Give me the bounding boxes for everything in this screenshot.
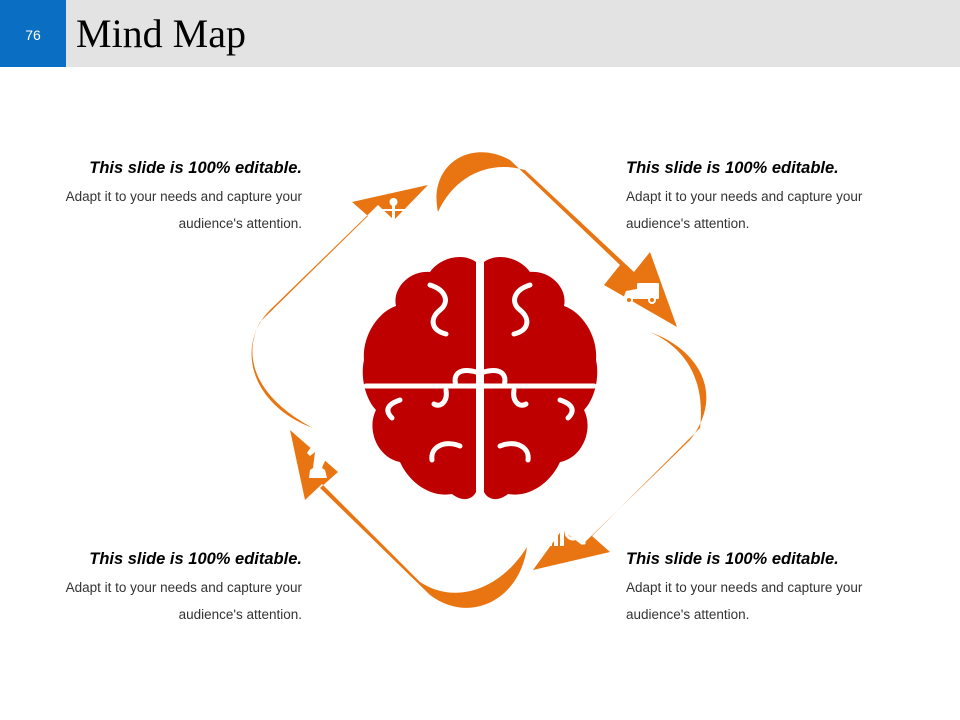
- header-bar: [0, 0, 960, 67]
- block-heading: This slide is 100% editable.: [89, 159, 302, 177]
- block-heading: This slide is 100% editable.: [626, 159, 839, 177]
- block-body: Adapt it to your needs and capture your …: [626, 580, 863, 622]
- text-block-bottom-left: This slide is 100% editable. Adapt it to…: [32, 548, 302, 628]
- chess-knight-icon: [307, 442, 328, 478]
- block-heading: This slide is 100% editable.: [89, 550, 302, 568]
- delivery-van-icon: [623, 283, 659, 304]
- cycle-arrows: [251, 152, 707, 608]
- chart-search-icon: [548, 523, 587, 546]
- block-body: Adapt it to your needs and capture your …: [626, 189, 863, 231]
- text-block-top-left: This slide is 100% editable. Adapt it to…: [32, 157, 302, 237]
- text-block-top-right: This slide is 100% editable. Adapt it to…: [626, 157, 916, 237]
- block-body: Adapt it to your needs and capture your …: [65, 580, 302, 622]
- arrow-bottom-right: [533, 332, 707, 570]
- arrow-bottom-left: [290, 430, 527, 608]
- block-heading: This slide is 100% editable.: [626, 550, 839, 568]
- page-title: Mind Map: [76, 11, 246, 56]
- slide-number: 76: [0, 0, 66, 67]
- text-block-bottom-right: This slide is 100% editable. Adapt it to…: [626, 548, 916, 628]
- block-body: Adapt it to your needs and capture your …: [65, 189, 302, 231]
- scales-icon: [373, 198, 414, 233]
- brain-icon: [362, 257, 598, 500]
- arrow-top-right: [436, 152, 677, 327]
